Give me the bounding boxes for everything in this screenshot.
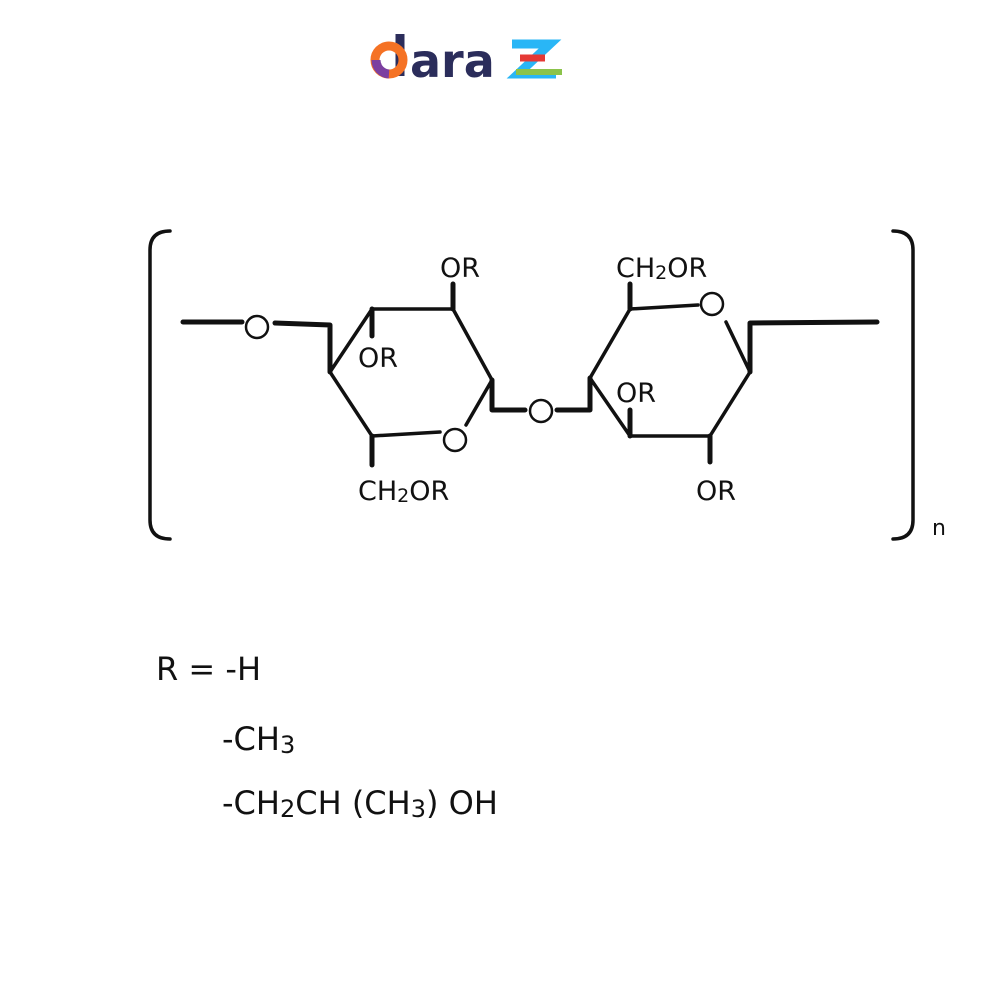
or-label: OR bbox=[696, 476, 736, 507]
ch2or-label: CH2OR bbox=[616, 253, 707, 284]
daraz-logo: ara bbox=[370, 34, 562, 88]
svg-text:ara: ara bbox=[410, 34, 495, 88]
or-label: OR bbox=[358, 343, 398, 374]
left-bracket bbox=[148, 229, 172, 541]
ch2or-label: CH2OR bbox=[358, 476, 449, 507]
right-glucose-ring bbox=[588, 281, 880, 465]
r-group-hydroxypropyl: -CH2CH (CH3) OH bbox=[222, 784, 498, 823]
right-bracket bbox=[891, 229, 915, 541]
r-group-methyl: -CH3 bbox=[222, 720, 295, 759]
r-group-label: R = -H bbox=[156, 650, 261, 688]
ring-oxygen bbox=[442, 427, 468, 453]
repeat-n: n bbox=[932, 516, 946, 541]
left-glucose-ring bbox=[328, 281, 494, 468]
or-label: OR bbox=[616, 378, 656, 409]
or-label: OR bbox=[440, 253, 480, 284]
left-linkage bbox=[180, 314, 333, 375]
oxygen-atom bbox=[244, 314, 270, 340]
bridge-oxygen bbox=[528, 398, 554, 424]
ring-oxygen bbox=[699, 291, 725, 317]
glycosidic-bridge bbox=[489, 375, 593, 424]
